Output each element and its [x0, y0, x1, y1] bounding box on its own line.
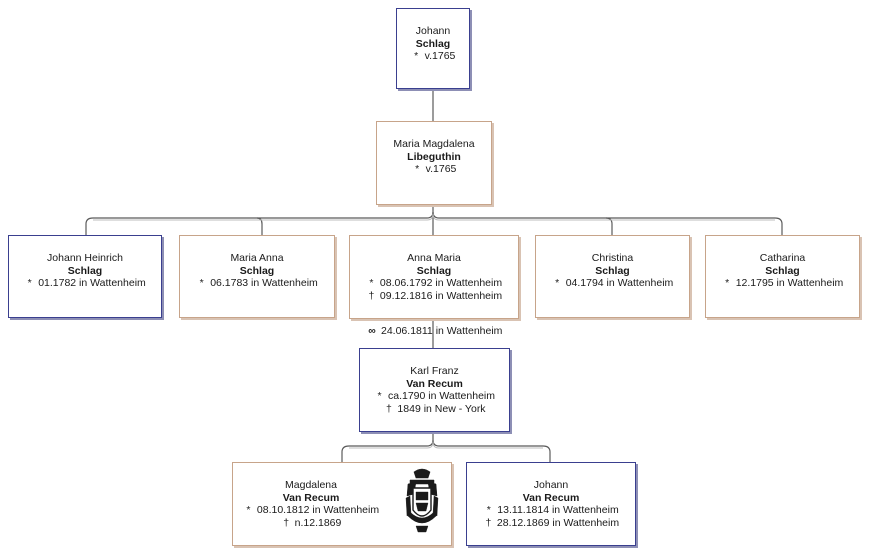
person-card-karl-franz-van-recum[interactable]: Karl Franz Van Recum *ca.1790 in Wattenh…	[359, 348, 510, 432]
given-name: Johann	[533, 479, 569, 491]
birth-event: *v.1765	[397, 50, 469, 63]
birth-symbol: *	[486, 504, 491, 516]
given-name: Anna Maria	[407, 252, 461, 264]
marriage-label: ∞ 24.06.1811 in Wattenheim	[366, 325, 502, 337]
person-card-christina-schlag[interactable]: Christina Schlag *04.1794 in Wattenheim	[535, 235, 690, 318]
birth-event: *12.1795 in Wattenheim	[706, 277, 859, 290]
birth-event: *01.1782 in Wattenheim	[9, 277, 161, 290]
surname: Libeguthin	[407, 150, 461, 163]
marriage-symbol: ∞	[368, 325, 376, 337]
birth-symbol: *	[246, 504, 251, 516]
coat-of-arms-icon	[405, 468, 439, 533]
birth-event: *08.06.1792 in Wattenheim	[350, 277, 518, 290]
surname: Schlag	[595, 264, 630, 277]
given-name: Magdalena	[285, 479, 337, 491]
birth-symbol: *	[725, 277, 730, 289]
given-name: Catharina	[759, 252, 806, 264]
birth-symbol: *	[414, 50, 419, 62]
surname: Schlag	[765, 264, 800, 277]
birth-event: *13.11.1814 in Wattenheim	[467, 504, 635, 517]
given-name: Maria Anna	[230, 252, 284, 264]
surname: Van Recum	[282, 491, 340, 504]
surname: Schlag	[239, 264, 275, 277]
given-name: Johann Heinrich	[47, 252, 123, 264]
birth-symbol: *	[555, 277, 560, 289]
birth-symbol: *	[415, 163, 420, 175]
death-symbol: †	[368, 289, 375, 302]
death-event: †n.12.1869	[233, 517, 389, 530]
death-symbol: †	[386, 402, 392, 415]
birth-event: *ca.1790 in Wattenheim	[360, 390, 509, 403]
birth-symbol: *	[199, 277, 204, 289]
surname: Schlag	[416, 264, 452, 277]
given-name: Maria Magdalena	[393, 138, 475, 150]
death-symbol: †	[283, 516, 290, 529]
birth-symbol: *	[27, 277, 32, 289]
birth-event: *v.1765	[377, 163, 491, 176]
person-card-johann-heinrich-schlag[interactable]: Johann Heinrich Schlag *01.1782 in Watte…	[8, 235, 162, 318]
person-card-maria-anna-schlag[interactable]: Maria Anna Schlag *06.1783 in Wattenheim	[179, 235, 335, 318]
person-card-johann-van-recum[interactable]: Johann Van Recum *13.11.1814 in Wattenhe…	[466, 462, 636, 546]
death-symbol: †	[485, 516, 492, 529]
marriage-date: 24.06.1811 in Wattenheim	[381, 325, 503, 337]
given-name: Karl Franz	[410, 365, 459, 377]
birth-symbol: *	[369, 277, 374, 289]
person-card-johann-schlag[interactable]: Johann Schlag *v.1765	[396, 8, 470, 89]
birth-symbol: *	[377, 390, 382, 402]
surname: Schlag	[67, 264, 103, 277]
person-card-maria-magdalena-libeguthin[interactable]: Maria Magdalena Libeguthin *v.1765	[376, 121, 492, 205]
death-event: †09.12.1816 in Wattenheim	[350, 290, 518, 303]
person-card-anna-maria-schlag[interactable]: Anna Maria Schlag *08.06.1792 in Wattenh…	[349, 235, 519, 319]
given-name: Johann	[415, 25, 451, 37]
death-event: †28.12.1869 in Wattenheim	[467, 517, 635, 530]
surname: Van Recum	[406, 377, 463, 390]
birth-event: *06.1783 in Wattenheim	[180, 277, 334, 290]
birth-event: *08.10.1812 in Wattenheim	[233, 504, 389, 517]
person-card-catharina-schlag[interactable]: Catharina Schlag *12.1795 in Wattenheim	[705, 235, 860, 318]
given-name: Christina	[591, 252, 634, 264]
birth-event: *04.1794 in Wattenheim	[536, 277, 689, 290]
death-event: †1849 in New - York	[360, 403, 509, 416]
surname: Schlag	[415, 37, 451, 50]
surname: Van Recum	[522, 491, 580, 504]
